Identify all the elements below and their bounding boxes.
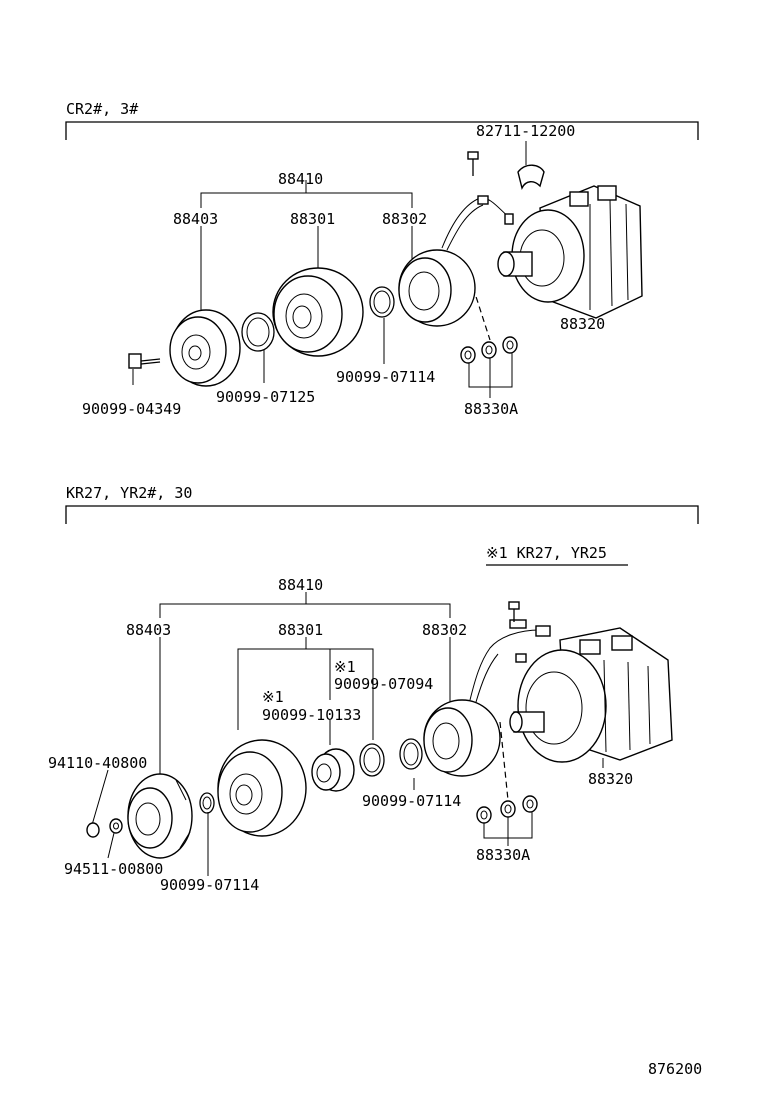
section-2-note: ※1 KR27, YR25 (486, 544, 607, 562)
label-stator: 88302 (422, 621, 467, 639)
label-washer: 94511-00800 (64, 860, 163, 878)
ring-90099-07094 (359, 743, 385, 777)
shim-90099-07125 (241, 312, 275, 352)
section-2-title: KR27, YR2#, 30 (66, 484, 192, 502)
section-1-bracket (65, 121, 699, 140)
label-bearing: 90099-10133 (262, 706, 361, 724)
label-ring-mark: ※1 (334, 658, 356, 676)
label-ring: 90099-07094 (334, 675, 433, 693)
compressor-88320 (497, 185, 643, 319)
bolt-small-top (467, 151, 479, 176)
section-2-bracket (65, 505, 699, 524)
label-bearing-mark: ※1 (262, 688, 284, 706)
bolt-90099-04349 (128, 353, 161, 369)
label-shim: 90099-07125 (216, 388, 315, 406)
label-pulley: 88301 (290, 210, 335, 228)
snap-ring-90099-07114 (399, 738, 423, 770)
clutch-hub-88403 (127, 773, 193, 859)
label-clip: 82711-12200 (476, 122, 575, 140)
nut-set-88330A-parts (460, 336, 518, 364)
label-pulley: 88301 (278, 621, 323, 639)
label-compressor: 88320 (560, 315, 605, 333)
section-1-title: CR2#, 3# (66, 100, 138, 118)
pulley-88301 (217, 739, 307, 837)
label-nut-set: 88330A (464, 400, 518, 418)
bearing-90099-10133 (311, 748, 355, 792)
pulley-88301 (272, 267, 364, 357)
section-2: KR27, YR2#, 30 ※1 KR27, YR25 (48, 484, 699, 894)
compressor-88320 (509, 627, 673, 763)
label-snap-ring: 90099-07114 (336, 368, 435, 386)
label-stator: 88302 (382, 210, 427, 228)
label-hub: 88403 (126, 621, 171, 639)
hub-snap-ring-90099-07114 (199, 792, 215, 814)
washer-94511-00800 (109, 818, 123, 834)
clip-82711-12200 (517, 164, 545, 191)
clutch-hub-88403 (169, 309, 241, 387)
label-hub: 88403 (173, 210, 218, 228)
section-2-leaders (91, 592, 604, 876)
label-assembly: 88410 (278, 576, 323, 594)
label-compressor: 88320 (588, 770, 633, 788)
snap-ring-90099-07114 (369, 286, 395, 318)
section-1: CR2#, 3# (65, 100, 699, 418)
label-assembly: 88410 (278, 170, 323, 188)
label-bolt: 94110-40800 (48, 754, 147, 772)
nut-set-88330A-parts (476, 795, 538, 824)
diagram-number: 876200 (648, 1060, 702, 1078)
stator-88302 (398, 195, 514, 327)
label-hub-snap-ring: 90099-07114 (160, 876, 259, 894)
label-snap-ring: 90099-07114 (362, 792, 461, 810)
bolt-94110-40800 (86, 822, 100, 838)
bolt-small-top (508, 601, 520, 622)
stator-88302 (423, 619, 551, 777)
label-nut-set: 88330A (476, 846, 530, 864)
label-bolt: 90099-04349 (82, 400, 181, 418)
